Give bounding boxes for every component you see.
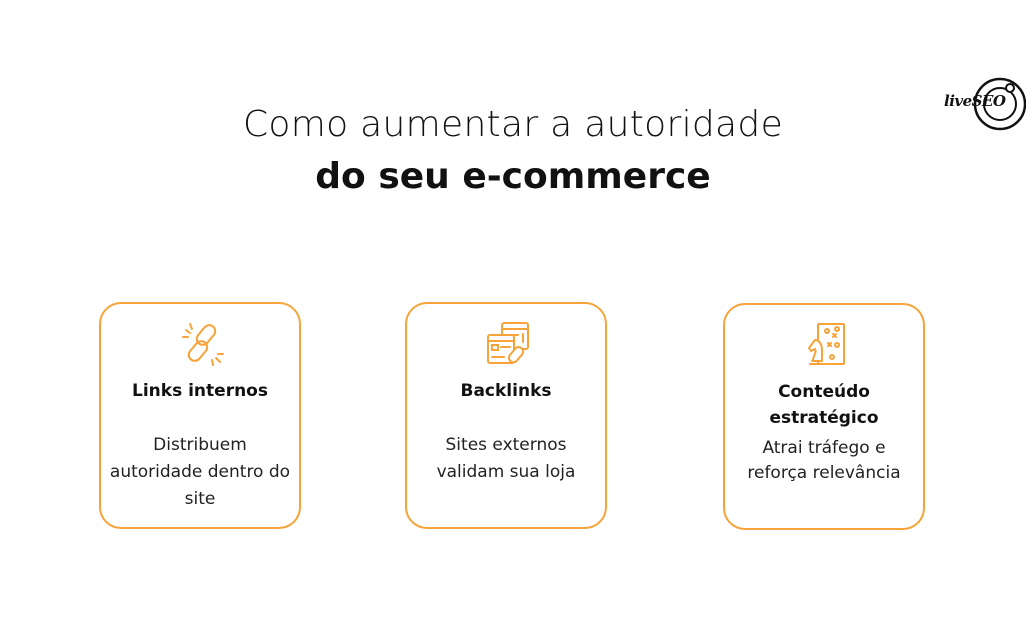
card-backlinks: Backlinks Sites externos validam sua loj… <box>405 302 607 529</box>
orbit-logo-icon <box>973 77 1026 131</box>
card-description: Atrai tráfego e reforça relevância <box>747 438 901 483</box>
liveseo-logo: liveSEO <box>940 74 1026 134</box>
logo-text: liveSEO <box>944 92 1006 110</box>
page-title-line2: do seu e-commerce <box>315 156 711 197</box>
card-links-internos: Links internos Distribuem autoridade den… <box>99 302 301 529</box>
card-title: Links internos <box>132 381 268 401</box>
backlink-pages-icon <box>487 322 529 364</box>
card-conteudo-estrategico: Conteúdo estratégico Atrai tráfego e ref… <box>723 303 925 530</box>
broken-link-icon <box>182 323 224 366</box>
card-description: Sites externos validam sua loja <box>436 435 576 482</box>
card-title: Backlinks <box>460 381 552 401</box>
card-title: Conteúdo estratégico <box>769 382 879 428</box>
page-title-line1: Como aumentar a autoridade <box>242 104 784 145</box>
strategy-chess-icon <box>807 323 845 365</box>
card-description: Distribuem autoridade dentro do site <box>109 435 291 509</box>
